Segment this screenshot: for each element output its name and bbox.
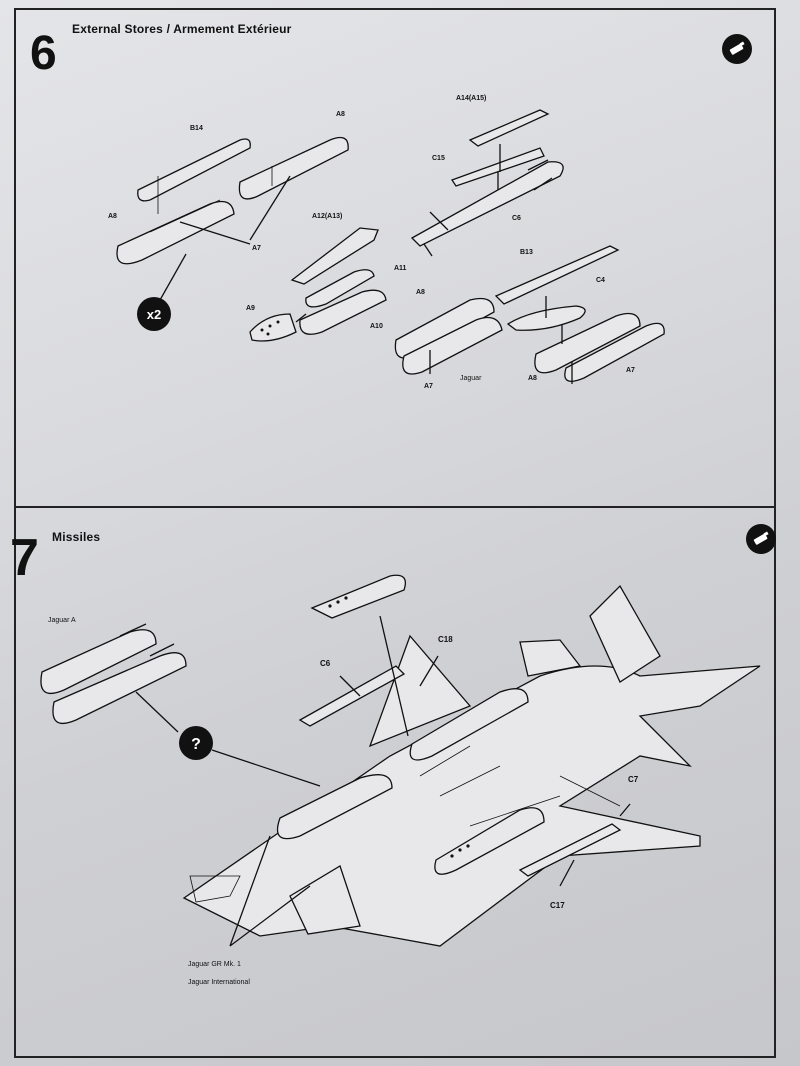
label-b13: B13 [520, 249, 533, 256]
step-divider [14, 506, 776, 508]
label-jaguar-a: Jaguar A [48, 617, 76, 624]
step-6-number: 6 [30, 27, 57, 80]
pylon-tank-assembly-left [116, 136, 349, 301]
label-c18: C18 [438, 635, 453, 644]
label-c17: C17 [550, 901, 565, 910]
glue-tube-icon [746, 524, 776, 554]
missile-pylon-assembly [410, 109, 564, 257]
label-a9: A9 [246, 305, 255, 312]
step-6-title: External Stores / Armement Extérieur [72, 22, 292, 36]
label-a10: A10 [370, 323, 383, 330]
twin-tank-assembly [394, 245, 665, 384]
step-6-drawing: x2 B14 A8 A8 A7 A12(A13) A11 A9 A10 A14( [108, 95, 665, 390]
label-a8-left: A8 [108, 213, 117, 220]
step-7-drawing: Jaguar A ? C18 [40, 574, 761, 986]
question-badge [179, 726, 213, 760]
label-a12: A12(A13) [312, 213, 342, 220]
label-c4: C4 [596, 277, 605, 284]
pylon-pod-assembly-centre [249, 227, 387, 342]
step-7-title: Missiles [52, 530, 101, 544]
label-a7-right: A7 [626, 367, 635, 374]
label-a8-right: A8 [528, 375, 537, 382]
label-a8-mid: A8 [416, 289, 425, 296]
label-a11: A11 [394, 265, 407, 272]
label-variant-2: Jaguar International [188, 979, 250, 986]
jaguar-aircraft-drawing [182, 574, 761, 947]
label-c6: C6 [512, 215, 521, 222]
jaguar-a-tank-inset [40, 623, 187, 733]
label-variant-1: Jaguar GR Mk. 1 [188, 961, 241, 968]
label-jaguar: Jaguar [460, 375, 482, 382]
label-a7-left: A7 [252, 245, 261, 252]
label-a7-mid: A7 [424, 383, 433, 390]
label-b14: B14 [190, 125, 203, 132]
label-c15: C15 [432, 155, 445, 162]
label-a14: A14(A15) [456, 95, 486, 102]
question-text: ? [191, 736, 201, 753]
glue-tube-icon [722, 34, 752, 64]
label-c7: C7 [628, 775, 639, 784]
multiplier-badge [137, 297, 171, 331]
step-7-number: 7 [10, 529, 39, 587]
multiplier-text: x2 [147, 307, 161, 322]
label-c6: C6 [320, 659, 331, 668]
label-a8-top: A8 [336, 111, 345, 118]
